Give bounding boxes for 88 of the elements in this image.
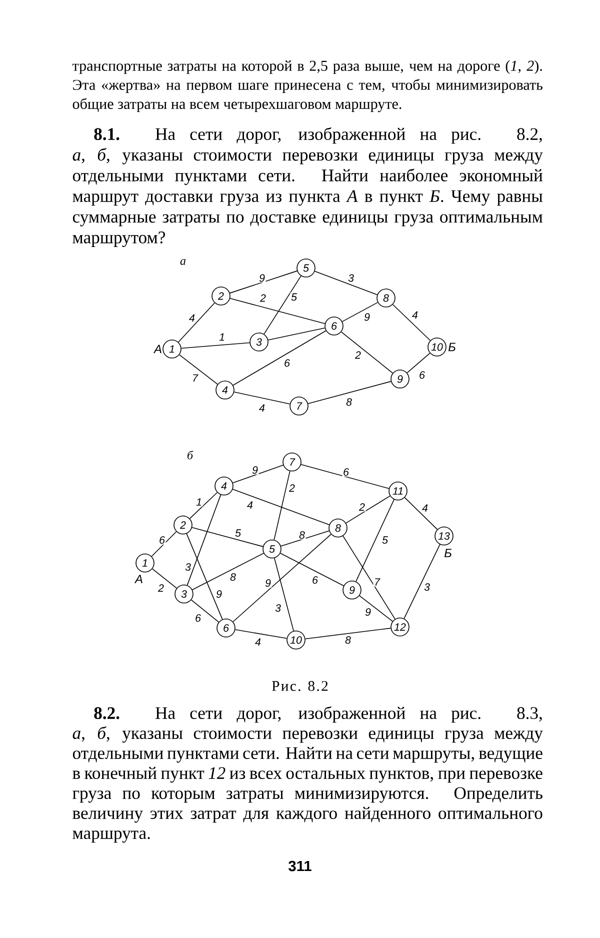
road-line [186,533,223,620]
edge-label: 2 [358,502,366,512]
edge-label: 5 [290,292,298,302]
road-line [308,381,392,404]
road-line [274,558,294,632]
road-line [230,298,326,324]
figure-caption: Рис. 8.2 [272,681,328,691]
edge-label: 4 [421,504,429,512]
road-line [264,276,302,334]
road-line [406,352,430,374]
edge-label: 7 [373,578,381,586]
edge-label: 5 [381,535,389,545]
edge-label: 7 [191,374,199,382]
road-line [151,531,177,557]
edge-label: 2 [288,483,296,493]
road-line [342,302,378,322]
road-line [404,497,438,530]
paragraph: транспортные затраты на которой в 2,5 раза выше, чем на дороге (1, 2). Эта «жертва» на первом шаге принесена с тем, чтобы минимизировать общие затраты на всем четырехшаговом маршруте. [72,60,542,112]
panel-letter: а [180,259,186,265]
edge-label: 5 [234,528,242,538]
edge-label: 9 [258,273,266,283]
edge-label: 3 [184,562,192,572]
edge-label: 3 [347,273,355,283]
edge-label: 8 [345,397,353,407]
road-line [346,496,390,524]
panel-letter: б [188,450,194,460]
road-line [186,494,222,586]
road-line [314,270,378,296]
edge-label: 4 [258,404,266,412]
edge-label: 6 [342,467,350,477]
road-line [178,302,216,342]
edge-label: 4 [188,314,196,322]
road-line [280,530,330,547]
road-line [274,470,290,540]
page-number: 311 [288,860,312,872]
road-line [152,568,178,589]
edge-label: 3 [274,603,282,613]
edge-label: 2 [354,350,362,360]
road-line [232,488,330,526]
edge-label: 2 [157,583,165,593]
edge-label: 6 [158,535,166,545]
edge-label: 4 [411,310,419,320]
edge-label: 4 [254,638,262,646]
road-line [180,342,250,349]
paragraph: 8.1. На сети дорог, изображенной на рис. 8.2, а, б, указаны стоимости перевозки единицы груза между отдельными пунктами сети. Найти наиболее экономный маршрут доставки груза из пункта А в пункт Б. Чему равны суммарные затраты по доставке единицы груза оптимальным маршрутом? [72,127,543,247]
point-label: А [134,574,142,584]
road-line [268,328,326,340]
road-line [280,552,344,586]
road-line [359,595,393,622]
edge-label: 3 [423,582,431,592]
paragraph: 8.2. На сети дорог, изображенной на рис. 8.3, а, б, указаны стоимости перевозки единицы груза между отдельными пунктами сети. Найти на сети маршруты, ведущие в конечный пункт 12 из всех остальных пунктов, при перевозке груза по которым затраты минимизируются. Определить величину этих затрат для каждого найденного оптимального маршрута. [72,706,543,843]
road-line [232,534,332,622]
edge-label: 6 [418,370,426,380]
road-line [192,527,264,547]
edge-label: 9 [363,312,371,322]
road-line [300,464,390,489]
road-line [342,536,396,620]
road-line [189,492,218,519]
edge-label: 8 [344,635,352,645]
road-line [234,392,290,404]
road-line [234,629,288,639]
road-line [190,600,220,622]
edge-label: 9 [264,578,272,588]
edge-label: 8 [298,530,306,540]
edge-label: 4 [246,500,254,510]
edge-label: 6 [194,613,202,623]
point-label: Б [444,548,452,558]
road-line [404,544,440,619]
road-line [356,499,394,582]
point-label: А [153,344,162,354]
edge-label: 6 [283,358,291,368]
road-line [230,270,298,294]
edge-label: 2 [259,293,267,303]
road-line [392,304,431,341]
edge-label: 1 [218,332,226,342]
road-line [232,330,326,386]
point-label: Б [448,342,456,352]
road-line [340,331,394,374]
road-line [192,552,264,590]
edge-label: 9 [251,465,259,475]
road-line [232,464,284,484]
edge-label: 9 [215,589,223,599]
edge-label: 6 [311,575,319,585]
edge-label: 8 [229,572,237,582]
edge-label: 1 [195,498,203,506]
edge-label: 9 [364,607,372,617]
road-line [179,354,218,385]
road-line [304,628,392,640]
